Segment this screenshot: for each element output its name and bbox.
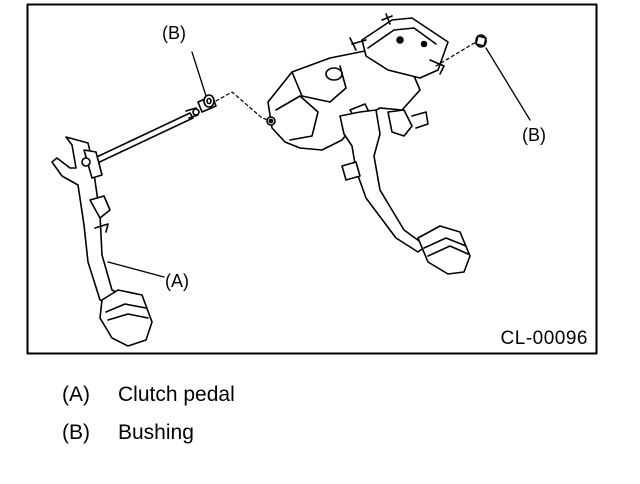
legend-key: (A) (62, 383, 90, 406)
legend-label: Clutch pedal (118, 383, 235, 406)
bushing-left (197, 94, 217, 113)
legend-item-bushing: (B) Bushing (62, 422, 194, 443)
pivot-shaft (85, 107, 200, 168)
leader-lines (107, 47, 531, 278)
bushing-right (475, 34, 487, 48)
legend-item-clutch-pedal: (A) Clutch pedal (62, 384, 235, 405)
callout-a: (A) (165, 271, 189, 291)
callout-b-left: (B) (162, 23, 186, 43)
clutch-pedal (51, 136, 153, 347)
callout-b-right: (B) (522, 125, 546, 145)
assembly-dashed-lines (215, 41, 477, 122)
figure-code: CL-00096 (500, 328, 588, 349)
legend-label: Bushing (118, 421, 194, 444)
figure-frame (26, 3, 598, 355)
legend-key: (B) (62, 421, 90, 444)
brake-pedal (339, 109, 471, 275)
pedal-bracket (266, 13, 449, 151)
